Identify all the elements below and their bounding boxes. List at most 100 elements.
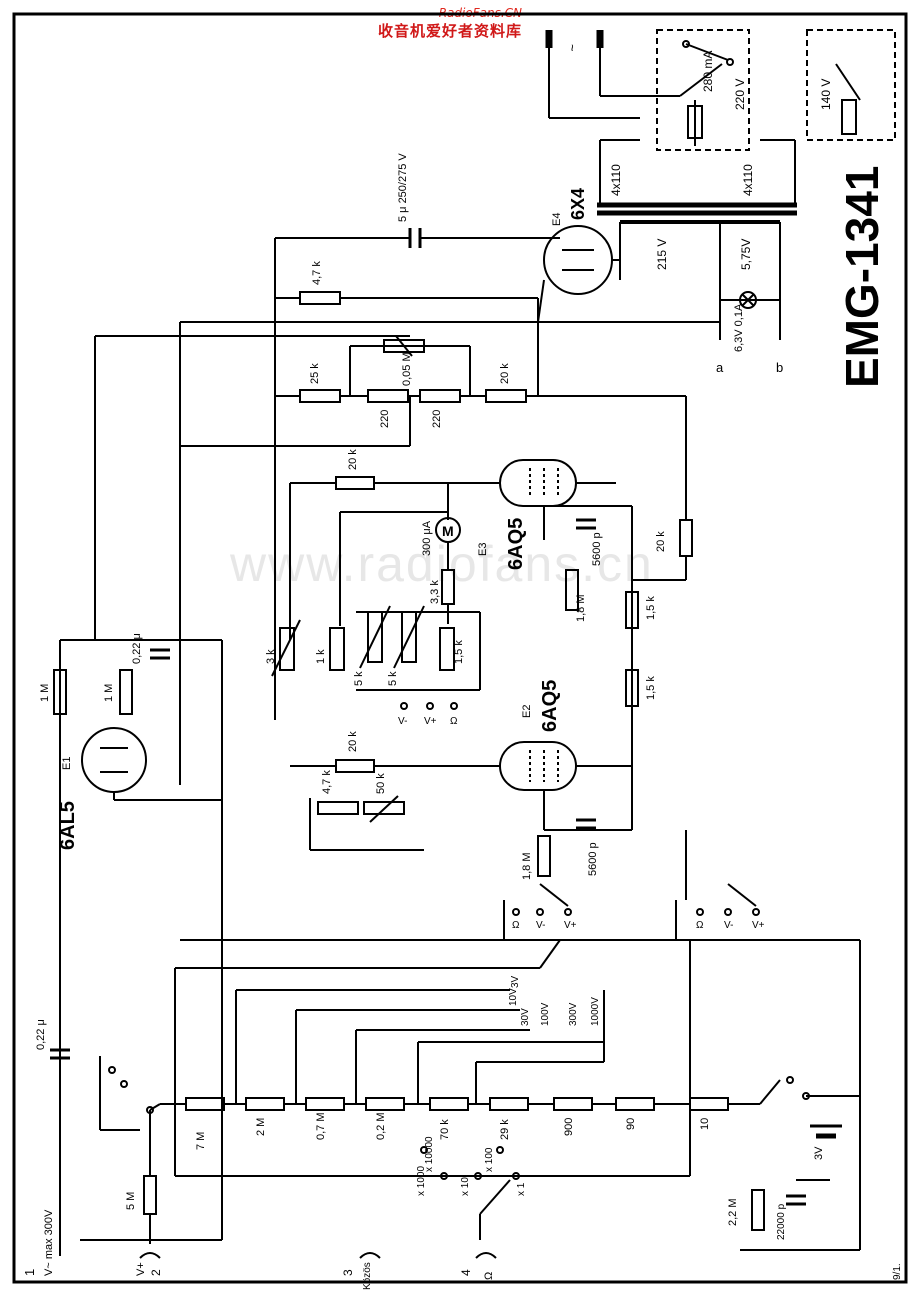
p3-value: 5 k (353, 671, 365, 686)
c5-value: 5600 p (587, 842, 599, 876)
e1-type: 6AL5 (57, 801, 79, 850)
r10b-value: 1 M (103, 684, 115, 702)
mains-tilde: ~ (565, 44, 580, 52)
r24-value: 2,2 M (727, 1198, 739, 1226)
r16-p4: 4,7 k 50 k (309, 770, 424, 851)
volt-sel-label: 220 V (733, 79, 747, 110)
range-300v: 300V (568, 1002, 579, 1026)
r21-value: 20 k (655, 531, 667, 552)
lamp-label: 6,3V 0,1A (733, 303, 745, 352)
meter-symbol: M (442, 523, 454, 539)
p5-value: 0,05 M (401, 352, 413, 386)
meter: M 300 μA 3,3 k (421, 483, 461, 624)
right-chain: 20 k 1,5 k 1,5 k 1,8 M (565, 519, 693, 707)
range-10v: 10V (508, 988, 519, 1006)
range-100v: 100V (540, 1002, 551, 1026)
c7-value: 5600 p (591, 532, 603, 566)
range-1000v: 1000V (590, 997, 601, 1026)
r7-value: 29 k (499, 1119, 511, 1140)
mult-1: x 1 (516, 1182, 527, 1196)
terminal-4-desc: Ω (483, 1272, 495, 1280)
range-3v: 3V (510, 975, 521, 988)
e3-type: 6AQ5 (505, 518, 527, 570)
e2-ref: E2 (521, 705, 533, 718)
terminals: 1 V~ max 300V 2 V+ 3 Közös 4 Ω (22, 1209, 497, 1290)
power-supply: ~ 280 mA 220 V 140 V 4x110 4x110 215 V 5… (180, 29, 896, 375)
fuse-label: 280 mA (701, 51, 715, 92)
volt-alt-label: 140 V (819, 79, 833, 110)
e4-type: 6X4 (568, 188, 588, 220)
multiplier-switch: x 10000 x 1000 x 100 x 10 x 1 (175, 940, 691, 1240)
terminal-2: 2 (149, 1269, 163, 1276)
r11-value: 3,3 k (429, 580, 441, 604)
k2-vminus: V- (536, 920, 545, 931)
battery-label: 3V (813, 1146, 825, 1160)
c4-value: 0,22 μ (35, 1019, 47, 1050)
pot-bank: 3 k 1 k 5 k 5 k 1,5 k V- V+ Ω (265, 511, 481, 727)
tube-e4: E4 6X4 (537, 188, 620, 323)
bridge-row: 25 k 0,05 M 220 220 20 k (275, 298, 686, 428)
mode-vplus: V+ (424, 716, 437, 727)
r17-value: 20 k (499, 363, 511, 384)
terminal-4: 4 (459, 1269, 473, 1276)
p4-value: 50 k (375, 773, 387, 794)
battery-section: 3V 2,2 M 22000 p (727, 940, 861, 1251)
resistor-r18: 4,7 k (274, 238, 538, 720)
p7-value: 1,5 k (453, 640, 465, 664)
sec-fil: 5,75V (739, 239, 753, 270)
r9-value: 1 M (39, 684, 51, 702)
p2-value: 1 k (315, 649, 327, 664)
mult-1000: x 1000 (416, 1166, 427, 1196)
k3-vplus: V+ (752, 920, 765, 931)
r19-value: 20 k (347, 449, 359, 470)
model-label: EMG-1341 (836, 166, 888, 388)
frame (12, 12, 908, 1284)
r40-value: 10 (699, 1118, 711, 1130)
r12-value: 220 (431, 410, 443, 428)
range-switch: 3V 10V 30V 100V 300V 1000V (174, 939, 605, 1176)
input-section: 5 M 0,22 μ (35, 940, 223, 1244)
r16-value: 4,7 k (321, 770, 333, 794)
cap-c6: 5 μ 250/275 V (275, 153, 560, 248)
point-b: b (776, 360, 783, 375)
tube-e2: E2 6AQ5 20 k 5600 p 1,8 M (290, 680, 633, 880)
mode-vminus: V- (398, 716, 407, 727)
primary-right: 4x110 (741, 164, 755, 196)
terminal-3-desc: Közös (362, 1262, 373, 1290)
meter-label: 300 μA (421, 520, 433, 556)
e2-type: 6AQ5 (539, 680, 561, 732)
r2-value: 7 M (195, 1132, 207, 1150)
mode-ohm: Ω (450, 716, 458, 727)
watermark-center: www.radiofans.cn (230, 536, 654, 592)
terminal-2-desc: V+ (135, 1262, 147, 1276)
point-a: a (716, 360, 724, 375)
r1-value: 5 M (125, 1192, 137, 1210)
k2-ohm: Ω (512, 920, 520, 931)
terminal-1: 1 (22, 1269, 37, 1276)
r8-value: 900 (563, 1118, 575, 1136)
c2-value: 0,22 μ (131, 633, 143, 664)
c6-value: 5 μ 250/275 V (397, 153, 409, 222)
e3-ref: E3 (477, 543, 489, 556)
r15-value: 20 k (347, 731, 359, 752)
mode-switches: Ω V- V+ Ω V- V+ (180, 830, 860, 941)
r6-value: 70 k (439, 1119, 451, 1140)
r10-value: 1,5 k (645, 676, 657, 700)
divider-chain: 7 M 2 M 0,7 M 0,2 M 70 k 29 k 900 90 10 (160, 1097, 760, 1150)
r5-value: 0,2 M (375, 1112, 387, 1140)
r14-value: 25 k (309, 363, 321, 384)
sec-hv: 215 V (655, 239, 669, 270)
r13-value: 220 (379, 410, 391, 428)
mult-10000: x 10000 (424, 1136, 435, 1172)
tube-e1: E1 6AL5 1 M 1 M 0,22 μ (39, 633, 223, 1240)
r9b-value: 90 (625, 1118, 637, 1130)
r4-value: 0,7 M (315, 1112, 327, 1140)
k3-vminus: V- (724, 920, 733, 931)
k3-ohm: Ω (696, 920, 704, 931)
r23-value: 1,8 M (575, 594, 587, 622)
terminal-3: 3 (341, 1269, 355, 1276)
resistor-r19: 20 k (289, 449, 448, 640)
tube-e3: E3 6AQ5 5600 p (448, 459, 633, 766)
e4-ref: E4 (551, 213, 563, 226)
